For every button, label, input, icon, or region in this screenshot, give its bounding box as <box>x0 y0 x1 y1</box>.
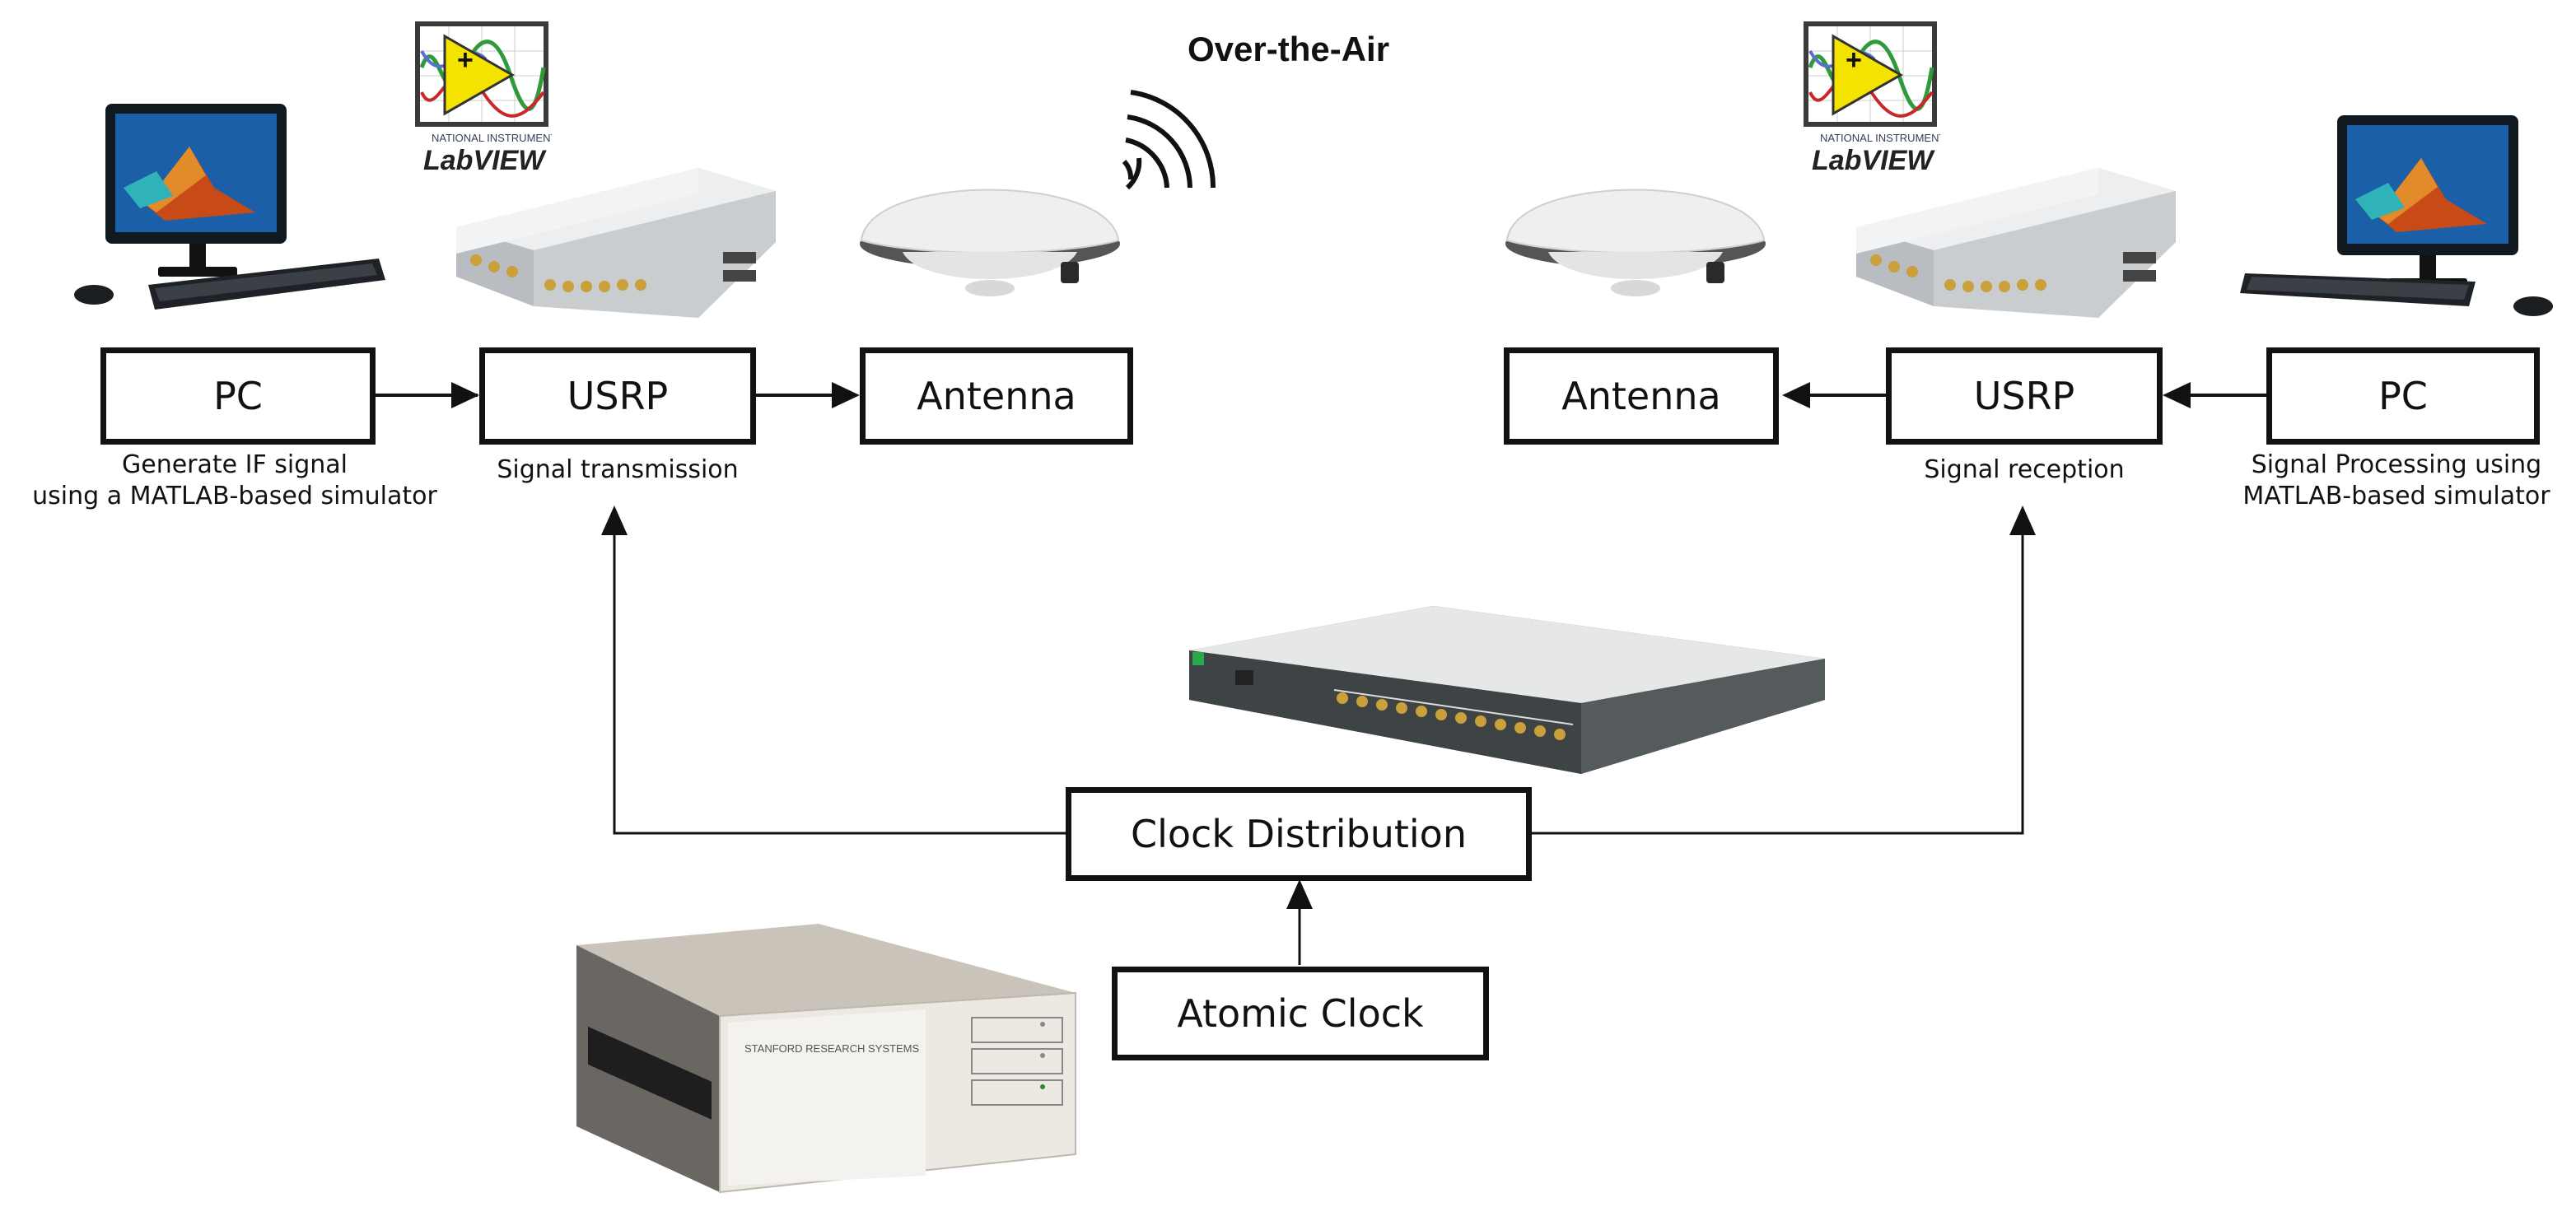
usrp-device-icon <box>456 168 776 318</box>
atomic-clock-box: Atomic Clock <box>1112 967 1489 1060</box>
labview-logo: + NATIONAL INSTRUMENTS LabVIEW <box>415 21 552 176</box>
gnss-antenna-icon-rx <box>1505 189 1766 296</box>
antenna-label-rx: Antenna <box>1561 374 1721 418</box>
labview-wordmark: LabVIEW <box>423 145 547 176</box>
clock-line-to-usrp-tx <box>613 527 1066 835</box>
antenna-label-tx: Antenna <box>917 374 1076 418</box>
pc-caption-tx: Generate IF signal using a MATLAB-based … <box>0 450 478 512</box>
svg-text:+: + <box>457 44 474 76</box>
clock-distribution-label: Clock Distribution <box>1131 812 1467 856</box>
usrp-device-icon-rx <box>1856 168 2176 318</box>
pc-caption-rx-line2: MATLAB-based simulator <box>2242 482 2550 510</box>
svg-text:NATIONAL INSTRUMENTS: NATIONAL INSTRUMENTS <box>1820 132 1940 144</box>
usrp-caption-tx: Signal transmission <box>497 455 739 484</box>
pc-caption-rx-line1: Signal Processing using <box>2251 450 2542 479</box>
antenna-box-tx: Antenna <box>860 347 1133 445</box>
usrp-caption-rx: Signal reception <box>1924 455 2125 484</box>
wireless-signal-icon <box>1122 90 1216 190</box>
over-the-air-title: Over-the-Air <box>1188 30 1390 68</box>
labview-wordmark-rx: LabVIEW <box>1812 145 1935 176</box>
pc-caption-tx-line1: Generate IF signal <box>121 450 348 479</box>
usrp-label-rx: USRP <box>1973 374 2075 418</box>
clock-line-to-usrp-rx <box>1532 527 2024 835</box>
usrp-box-rx: USRP <box>1886 347 2163 445</box>
pc-label-tx: PC <box>213 374 263 418</box>
svg-text:+: + <box>1846 44 1862 76</box>
clock-distribution-device-icon <box>1189 606 1825 774</box>
desktop-pc-icon-rx <box>2240 115 2553 316</box>
pc-box-rx: PC <box>2266 347 2540 445</box>
svg-text:NATIONAL INSTRUMENTS: NATIONAL INSTRUMENTS <box>432 132 552 144</box>
atomic-clock-device-icon: STANFORD RESEARCH SYSTEMS <box>576 924 1076 1194</box>
atomic-clock-label: Atomic Clock <box>1177 991 1424 1036</box>
pc-box-tx: PC <box>100 347 376 445</box>
atomic-clock-brand: STANFORD RESEARCH SYSTEMS <box>744 1042 919 1055</box>
usrp-label-tx: USRP <box>567 374 669 418</box>
pc-caption-tx-line2: using a MATLAB-based simulator <box>32 482 437 510</box>
clock-distribution-box: Clock Distribution <box>1066 787 1532 881</box>
antenna-box-rx: Antenna <box>1504 347 1779 445</box>
usrp-box-tx: USRP <box>479 347 756 445</box>
pc-caption-rx: Signal Processing using MATLAB-based sim… <box>2224 450 2569 512</box>
desktop-pc-icon <box>74 104 385 310</box>
labview-logo-rx: + NATIONAL INSTRUMENTS LabVIEW <box>1804 21 1940 176</box>
pc-label-rx: PC <box>2378 374 2428 418</box>
gnss-antenna-icon <box>860 189 1120 296</box>
